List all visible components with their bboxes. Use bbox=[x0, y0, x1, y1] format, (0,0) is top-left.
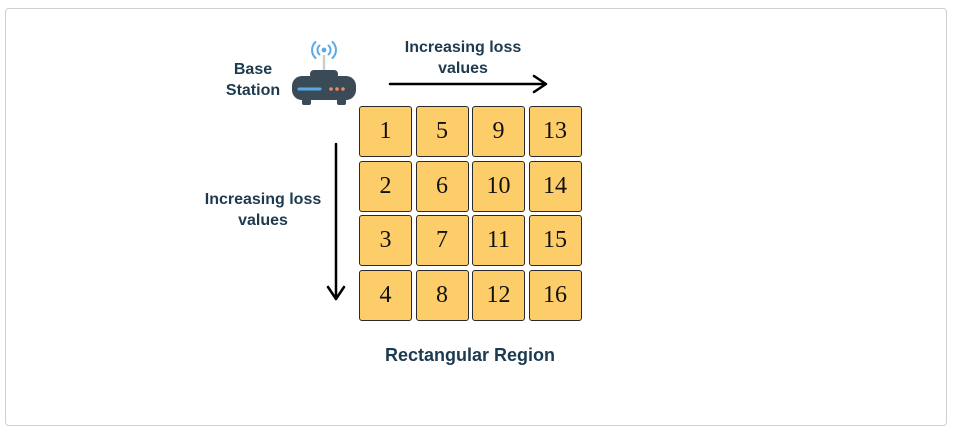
grid-cell: 5 bbox=[415, 106, 469, 157]
grid-cell: 10 bbox=[472, 160, 525, 212]
grid-cell: 12 bbox=[472, 269, 525, 321]
vertical-arrow-label: Increasing loss values bbox=[204, 191, 322, 229]
grid-cell: 7 bbox=[415, 215, 469, 266]
region-title: Rectangular Region bbox=[384, 345, 556, 365]
grid-cell: 9 bbox=[472, 106, 525, 157]
grid-cell: 4 bbox=[359, 269, 412, 321]
vertical-arrow bbox=[326, 142, 346, 301]
grid-cell: 16 bbox=[528, 269, 582, 321]
horizontal-arrow bbox=[388, 74, 548, 94]
grid-cell: 11 bbox=[472, 215, 525, 266]
base-station-label: Base Station bbox=[225, 61, 281, 99]
grid-cell: 13 bbox=[528, 106, 582, 157]
grid-cell: 14 bbox=[528, 160, 582, 212]
horizontal-arrow-label: Increasing loss values bbox=[404, 39, 522, 77]
grid-cell: 2 bbox=[359, 160, 412, 212]
grid-cell: 6 bbox=[415, 160, 469, 212]
signal-waves-icon bbox=[311, 41, 337, 59]
grid-cell: 8 bbox=[415, 269, 469, 321]
grid-cell: 15 bbox=[528, 215, 582, 266]
grid-cell: 1 bbox=[359, 106, 412, 157]
grid-cell: 3 bbox=[359, 215, 412, 266]
